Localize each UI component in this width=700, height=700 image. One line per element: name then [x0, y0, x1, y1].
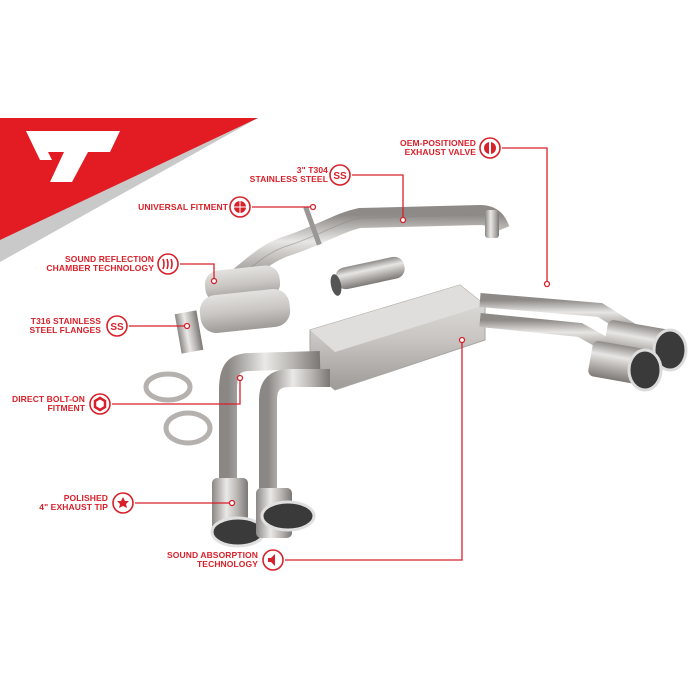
sound-wave-icon [157, 253, 179, 275]
valve-icon [479, 137, 501, 159]
svg-text:SS: SS [333, 171, 347, 182]
label-line: T316 STAINLESS [30, 316, 101, 326]
svg-text:SS: SS [110, 322, 124, 333]
label-line: FITMENT [47, 403, 85, 413]
v-band-clamp [143, 371, 193, 403]
label-line: SOUND REFLECTION [65, 254, 154, 264]
globe-icon [229, 196, 251, 218]
label-line: DIRECT BOLT-ON [11, 394, 85, 404]
label-line: UNIVERSAL FITMENT [138, 202, 228, 212]
callout-universal: UNIVERSAL FITMENT [138, 203, 228, 212]
flange [174, 310, 204, 354]
label-line: EXHAUST VALVE [404, 147, 476, 157]
resonator-lower [199, 288, 291, 334]
connector-pipe [335, 256, 405, 290]
label-line: STEEL FLANGES [29, 325, 101, 335]
callout-lines [112, 147, 548, 561]
brand-logo [26, 131, 120, 182]
label-line: POLISHED [63, 493, 108, 503]
callout-dots [183, 203, 551, 507]
star-icon [112, 492, 134, 514]
label-line: 4" EXHAUST TIP [39, 502, 108, 512]
speaker-icon [262, 549, 284, 571]
label-line: CHAMBER TECHNOLOGY [46, 263, 154, 273]
label-line: OEM-POSITIONED [399, 138, 476, 148]
ss-icon: SS [106, 315, 128, 337]
label-line: SOUND ABSORPTION [166, 550, 258, 560]
ss-icon: SS [329, 164, 351, 186]
label-line: TECHNOLOGY [197, 559, 258, 569]
label-line: 3" T304 [296, 165, 328, 175]
bolt-icon [89, 393, 111, 415]
left-outlets [210, 351, 330, 548]
right-outlets [479, 293, 688, 392]
label-line: STAINLESS STEEL [249, 174, 328, 184]
v-band-clamp [163, 410, 213, 446]
